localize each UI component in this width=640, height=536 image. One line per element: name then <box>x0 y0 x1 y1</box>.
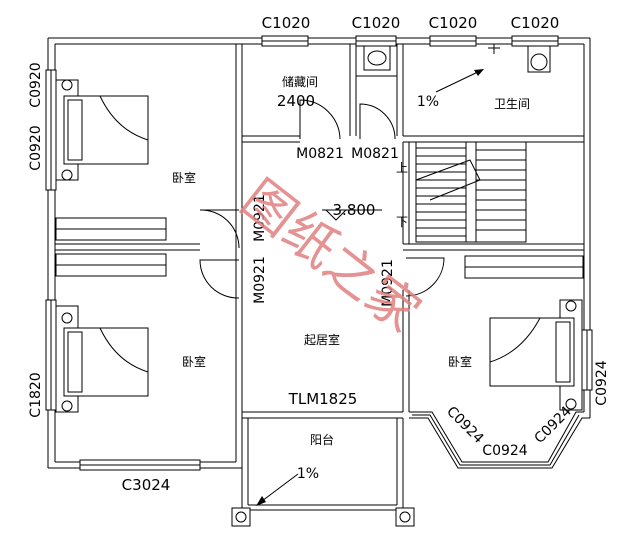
window-label-top-1: C1020 <box>262 14 311 32</box>
window-label-right-side: C0924 <box>594 360 610 405</box>
door-label-bath: M0821 <box>351 146 399 162</box>
window-label-left-mid: C0920 <box>28 125 44 170</box>
door-label-balcony: TLM1825 <box>288 390 358 408</box>
staircase <box>415 141 527 243</box>
room-label-bedroom-right: 卧室 <box>448 354 472 369</box>
room-label-bathroom: 卫生间 <box>494 97 530 111</box>
door-label-storage: M0821 <box>296 146 344 162</box>
room-label-balcony: 阳台 <box>310 432 334 447</box>
window-label-bottom-left: C3024 <box>122 476 171 494</box>
door-label-bedroom1: M0921 <box>252 194 268 242</box>
slope-arrows <box>256 69 484 506</box>
room-label-living: 起居室 <box>304 332 340 347</box>
bath-slope: 1% <box>417 94 439 110</box>
window-label-top-4: C1020 <box>511 14 560 32</box>
stair-up-label: 上 <box>396 161 408 175</box>
window-label-top-2: C1020 <box>352 14 401 32</box>
window-label-left-top: C0920 <box>28 62 44 107</box>
interior-walls <box>55 44 590 527</box>
wardrobes <box>55 217 584 279</box>
beds <box>55 79 583 413</box>
floor-elevation: 3.800 <box>333 201 376 219</box>
room-label-bedroom-top-left: 卧室 <box>172 170 196 185</box>
door-label-bedroom3: M0921 <box>380 259 396 307</box>
room-label-bedroom-bottom-left: 卧室 <box>182 354 206 369</box>
door-label-bedroom2: M0921 <box>252 256 268 304</box>
dimension-storage-width: 2400 <box>277 92 315 110</box>
fixtures <box>363 44 551 73</box>
room-label-storage: 储藏间 <box>282 74 318 89</box>
window-label-bay-left: C0924 <box>443 403 486 446</box>
windows <box>45 35 593 471</box>
level-marker <box>322 209 382 221</box>
balcony-slope: 1% <box>297 466 319 482</box>
window-label-top-3: C1020 <box>429 14 478 32</box>
stair-down-label: 下 <box>396 215 408 229</box>
window-label-left-bottom: C1820 <box>28 372 44 417</box>
window-label-bay-bottom: C0924 <box>482 443 527 459</box>
doors <box>199 99 445 299</box>
